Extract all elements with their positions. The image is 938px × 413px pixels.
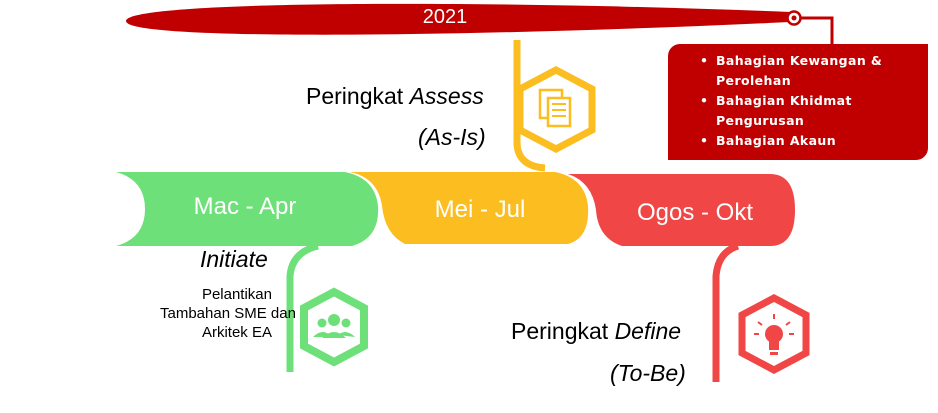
assess-stem xyxy=(513,40,546,172)
department-item: Bahagian Akaun xyxy=(700,131,918,151)
lightbulb-icon xyxy=(738,294,810,374)
assess-title-emphasis: Assess xyxy=(409,83,484,109)
department-item: Bahagian Kewangan & Perolehan xyxy=(700,51,906,91)
define-title-emphasis: Define xyxy=(614,318,682,344)
ribbon-mac-apr xyxy=(116,172,379,246)
initiate-title: Initiate xyxy=(200,246,268,272)
initiate-stem xyxy=(286,242,319,372)
department-list: Bahagian Kewangan & Perolehan Bahagian K… xyxy=(688,51,918,151)
document-icon xyxy=(516,66,596,153)
initiate-note-line: Pelantikan xyxy=(201,286,272,303)
ribbon-ogos-okt xyxy=(568,174,795,246)
initiate-note-line: Arkitek EA xyxy=(201,324,272,341)
define-subtitle: (To-Be) xyxy=(610,360,686,386)
year-connector xyxy=(801,16,834,44)
define-stem xyxy=(712,242,740,382)
department-list-box: Bahagian Kewangan & Perolehan Bahagian K… xyxy=(668,44,928,160)
assess-title: Peringkat Assess xyxy=(306,83,484,110)
assess-subtitle: (As-Is) xyxy=(418,124,486,150)
initiate-note: Pelantikan Tambahan SME dan Arkitek EA xyxy=(160,285,296,342)
department-item: Bahagian Khidmat Pengurusan xyxy=(700,91,906,131)
phase-label-mac-apr: Mac - Apr xyxy=(193,193,297,220)
assess-title-prefix: Peringkat xyxy=(306,83,404,109)
ribbon-mei-jul xyxy=(350,172,589,244)
phase-label-ogos-okt: Ogos - Okt xyxy=(636,199,754,226)
year-bar xyxy=(126,3,790,35)
phase-label-mei-jul: Mei - Jul xyxy=(434,196,526,223)
year-label: 2021 xyxy=(422,6,468,28)
define-title: Peringkat Define xyxy=(511,318,681,345)
define-title-prefix: Peringkat xyxy=(511,318,609,344)
team-icon xyxy=(300,287,368,367)
initiate-note-line: Tambahan SME dan xyxy=(160,305,296,322)
